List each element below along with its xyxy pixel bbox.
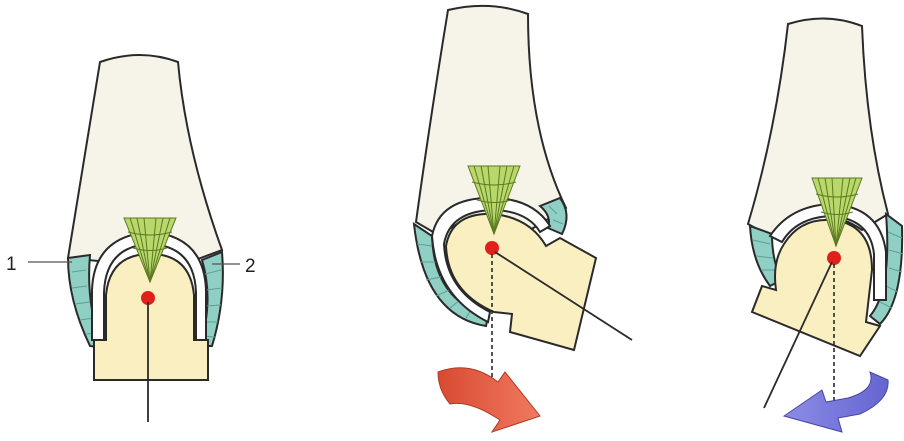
distal-segment (446, 214, 596, 350)
panel-rotation-left (748, 18, 903, 432)
panel-neutral: 1 2 (6, 55, 256, 422)
rotation-arrow-right (438, 368, 540, 432)
rotation-arrow-left (784, 372, 888, 432)
panel-rotation-right (414, 6, 632, 432)
label-1: 1 (6, 254, 17, 275)
pivot-point (827, 251, 841, 265)
proximal-bone (748, 18, 888, 236)
label-2: 2 (245, 256, 256, 277)
